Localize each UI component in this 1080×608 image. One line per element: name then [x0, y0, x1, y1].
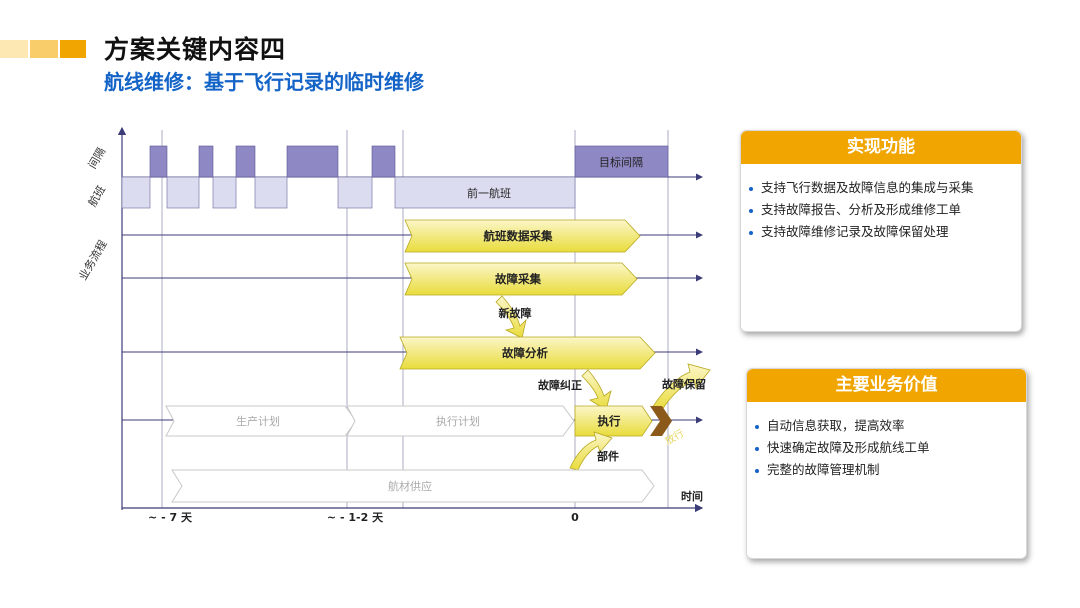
- accent-bar-light: [0, 40, 28, 58]
- features-panel-title: 实现功能: [741, 131, 1021, 164]
- production-plan-arrow: [165, 405, 357, 437]
- production-plan-label: 生产计划: [236, 414, 280, 428]
- fault-retention-label: 故障保留: [662, 377, 706, 391]
- features-item: 支持故障报告、分析及形成维修工单: [747, 199, 974, 221]
- flight-data-collection-label: 航班数据采集: [484, 229, 553, 243]
- business-value-item: 快速确定故障及形成航线工单: [753, 437, 930, 459]
- accent-bar-dark: [60, 40, 86, 58]
- flight-data-collection-arrow: [404, 219, 641, 253]
- execution-plan-arrow: [346, 405, 575, 437]
- parts-label: 部件: [597, 449, 619, 463]
- time-tick-7d: ~ - 7 天: [148, 511, 193, 524]
- maintenance-timeline-diagram: 目标间隔 前一航班 间隔 航班 业务流程 航班数据采集 故障采集 新故障 故障分…: [75, 126, 711, 524]
- interval-blocks: [149, 145, 669, 178]
- time-tick-0: 0: [571, 511, 579, 524]
- fault-analysis-label: 故障分析: [502, 346, 548, 360]
- fault-analysis-arrow: [399, 336, 656, 370]
- fault-correction-curve-arrow: [581, 369, 612, 411]
- execute-arrow: [574, 405, 653, 437]
- features-panel: 实现功能 支持飞行数据及故障信息的集成与采集 支持故障报告、分析及形成维修工单 …: [740, 130, 1022, 332]
- flight-blocks: [121, 176, 576, 209]
- accent-bar-mid: [30, 40, 58, 58]
- business-value-panel-title: 主要业务价值: [747, 369, 1026, 402]
- material-supply-arrow: [171, 469, 655, 503]
- features-item: 支持故障维修记录及故障保留处理: [747, 221, 974, 243]
- page-subtitle: 航线维修：基于飞行记录的临时维修: [104, 70, 424, 94]
- features-item: 支持飞行数据及故障信息的集成与采集: [747, 177, 974, 199]
- business-value-panel: 主要业务价值 自动信息获取，提高效率 快速确定故障及形成航线工单 完整的故障管理…: [746, 368, 1027, 559]
- fault-collection-arrow: [404, 262, 638, 296]
- page-title: 方案关键内容四: [104, 35, 287, 64]
- features-list: 支持飞行数据及故障信息的集成与采集 支持故障报告、分析及形成维修工单 支持故障维…: [747, 177, 974, 243]
- row-label-interval: 间隔: [86, 145, 108, 171]
- row-label-flight: 航班: [85, 183, 108, 209]
- fault-collection-label: 故障采集: [495, 272, 541, 286]
- business-value-item: 自动信息获取，提高效率: [753, 415, 930, 437]
- material-supply-label: 航材供应: [388, 479, 432, 493]
- new-fault-label: 新故障: [499, 306, 532, 320]
- business-value-list: 自动信息获取，提高效率 快速确定故障及形成航线工单 完整的故障管理机制: [753, 415, 930, 481]
- business-value-item: 完整的故障管理机制: [753, 459, 930, 481]
- fault-correction-label: 故障纠正: [538, 378, 582, 392]
- parts-curve-arrow: [569, 431, 613, 471]
- execute-label: 执行: [598, 414, 621, 428]
- target-interval-label: 目标间隔: [599, 155, 643, 169]
- previous-flight-label: 前一航班: [467, 186, 511, 200]
- execution-plan-label: 执行计划: [436, 414, 480, 428]
- time-axis-label: 时间: [681, 489, 703, 503]
- row-label-process: 业务流程: [75, 237, 109, 282]
- fault-retention-curve-arrow: [651, 363, 711, 411]
- time-tick-12d: ~ - 1-2 天: [327, 511, 384, 524]
- release-chevron: [650, 406, 672, 436]
- new-fault-curve-arrow: [495, 295, 527, 339]
